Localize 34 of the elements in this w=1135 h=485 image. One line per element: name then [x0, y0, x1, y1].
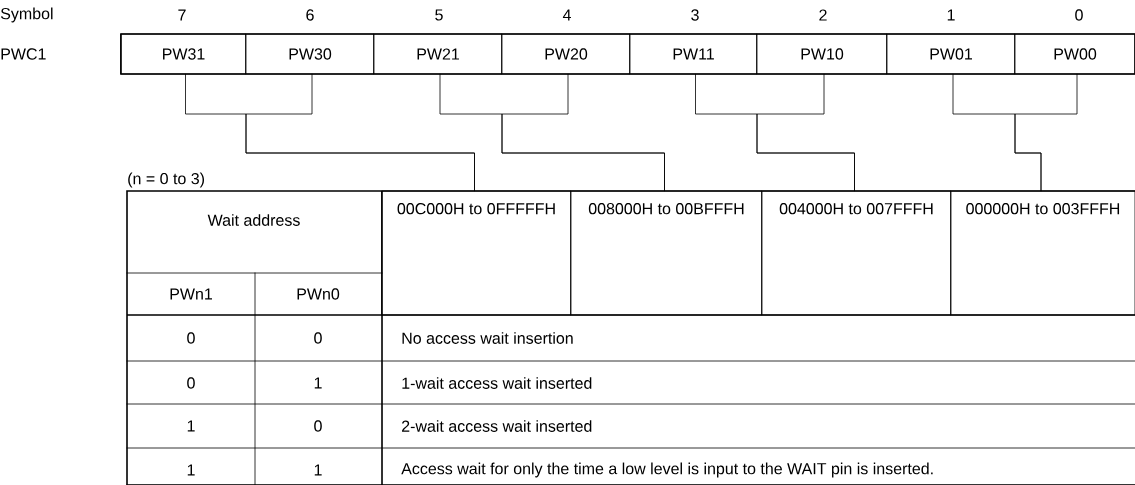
register-bit-cell: PW10 [756, 33, 888, 75]
register-bit-cell: PW01 [886, 33, 1016, 75]
bracket-connector [756, 74, 855, 191]
register-bit-cell: PW30 [245, 33, 375, 75]
description-text: No access wait insertion [402, 332, 573, 344]
register-name: Symbol [0, 7, 53, 23]
description-text: 1-wait access wait inserted [402, 377, 592, 389]
table-value: 1 [187, 464, 195, 476]
table-value: 1 [314, 377, 322, 389]
column-header: PWn0 [297, 288, 340, 300]
register-bit-cell: PW20 [501, 33, 631, 75]
table-value: 0 [314, 420, 322, 432]
column-header: PWn1 [170, 288, 212, 300]
bracket-connector [501, 74, 665, 191]
table-value: 0 [187, 332, 195, 344]
column-header: Wait address [207, 214, 300, 226]
register-bit-cell: PW21 [373, 33, 503, 75]
register-bit-cell: PW00 [1014, 33, 1135, 75]
table-value: 1 [187, 420, 195, 432]
description-text: Access wait for only the time a low level is input to the WAIT pin is inserted. [401, 462, 933, 478]
table-value: 0 [314, 332, 322, 344]
bracket-connector [1014, 74, 1078, 191]
description-text: 2-wait access wait inserted [402, 420, 592, 432]
address-cell: 000000H to 003FFFH [950, 190, 1135, 316]
node-label: 00C000H to 0FFFFFH [397, 203, 555, 215]
address-cell: 008000H to 00BFFFH [570, 190, 763, 316]
node-label: PW31 [163, 48, 205, 60]
table-value: 0 [187, 377, 195, 389]
table-value: 1 [314, 464, 322, 476]
bracket-connector [245, 74, 475, 191]
register-name: PWC1 [1, 48, 46, 60]
register-bit-cell: PW11 [629, 33, 758, 75]
note-text: (n = 0 to 3) [128, 172, 204, 188]
address-cell: 004000H to 007FFFH [761, 190, 952, 316]
